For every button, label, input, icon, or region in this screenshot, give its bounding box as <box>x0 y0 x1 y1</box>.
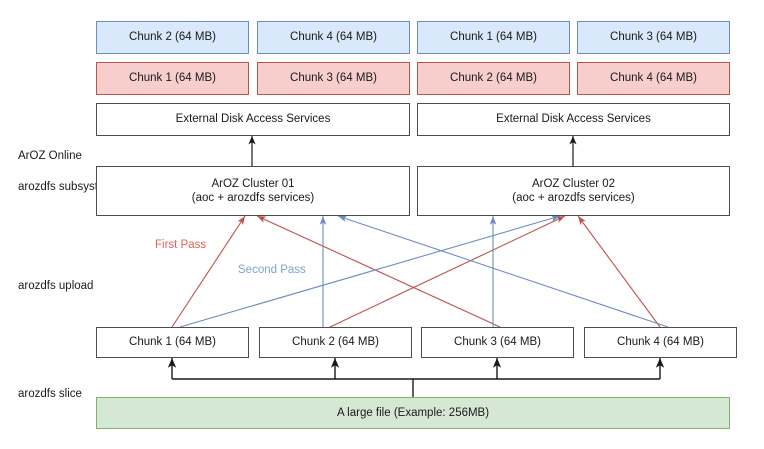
external-disk-access-services-2[interactable]: External Disk Access Services <box>417 103 730 136</box>
aroz-cluster-02-name: ArOZ Cluster 02 <box>531 177 616 190</box>
stage-label-subsystem-line1: ArOZ Online <box>18 149 82 162</box>
first-pass-label: First Pass <box>155 239 207 251</box>
stage-label-slice: arozdfs slice <box>18 371 82 418</box>
aroz-cluster-01-services: (aoc + arozdfs services) <box>191 192 315 204</box>
stored-chunk-blue-1[interactable]: Chunk 2 (64 MB) <box>96 21 249 54</box>
stored-chunk-red-4[interactable]: Chunk 4 (64 MB) <box>577 62 730 95</box>
aroz-cluster-01[interactable]: ArOZ Cluster 01 (aoc + arozdfs services) <box>96 166 410 216</box>
aroz-cluster-02[interactable]: ArOZ Cluster 02 (aoc + arozdfs services) <box>417 166 730 216</box>
stage-label-slice-line1: arozdfs slice <box>18 387 82 400</box>
stored-chunk-red-3[interactable]: Chunk 2 (64 MB) <box>417 62 570 95</box>
slice-bus-lines <box>172 378 660 397</box>
external-disk-access-services-1[interactable]: External Disk Access Services <box>96 103 410 136</box>
source-file-box[interactable]: A large file (Example: 256MB) <box>96 397 730 429</box>
cluster-to-disk-service-arrows <box>248 136 577 166</box>
aroz-cluster-02-services: (aoc + arozdfs services) <box>512 192 635 204</box>
stage-label-upload: arozdfs upload <box>18 263 93 310</box>
source-chunk-2[interactable]: Chunk 2 (64 MB) <box>259 327 412 358</box>
second-pass-label: Second Pass <box>238 264 306 276</box>
aroz-cluster-01-name: ArOZ Cluster 01 <box>211 177 295 190</box>
slice-arrows <box>167 358 665 379</box>
stored-chunk-red-2[interactable]: Chunk 3 (64 MB) <box>257 62 410 95</box>
stored-chunk-blue-2[interactable]: Chunk 4 (64 MB) <box>257 21 410 54</box>
source-chunk-4[interactable]: Chunk 4 (64 MB) <box>584 327 737 358</box>
stage-label-upload-line1: arozdfs upload <box>18 279 94 292</box>
source-chunk-3[interactable]: Chunk 3 (64 MB) <box>421 327 574 358</box>
stored-chunk-red-1[interactable]: Chunk 1 (64 MB) <box>96 62 249 95</box>
stored-chunk-blue-3[interactable]: Chunk 1 (64 MB) <box>417 21 570 54</box>
source-chunk-1[interactable]: Chunk 1 (64 MB) <box>96 327 249 358</box>
stored-chunk-blue-4[interactable]: Chunk 3 (64 MB) <box>577 21 730 54</box>
